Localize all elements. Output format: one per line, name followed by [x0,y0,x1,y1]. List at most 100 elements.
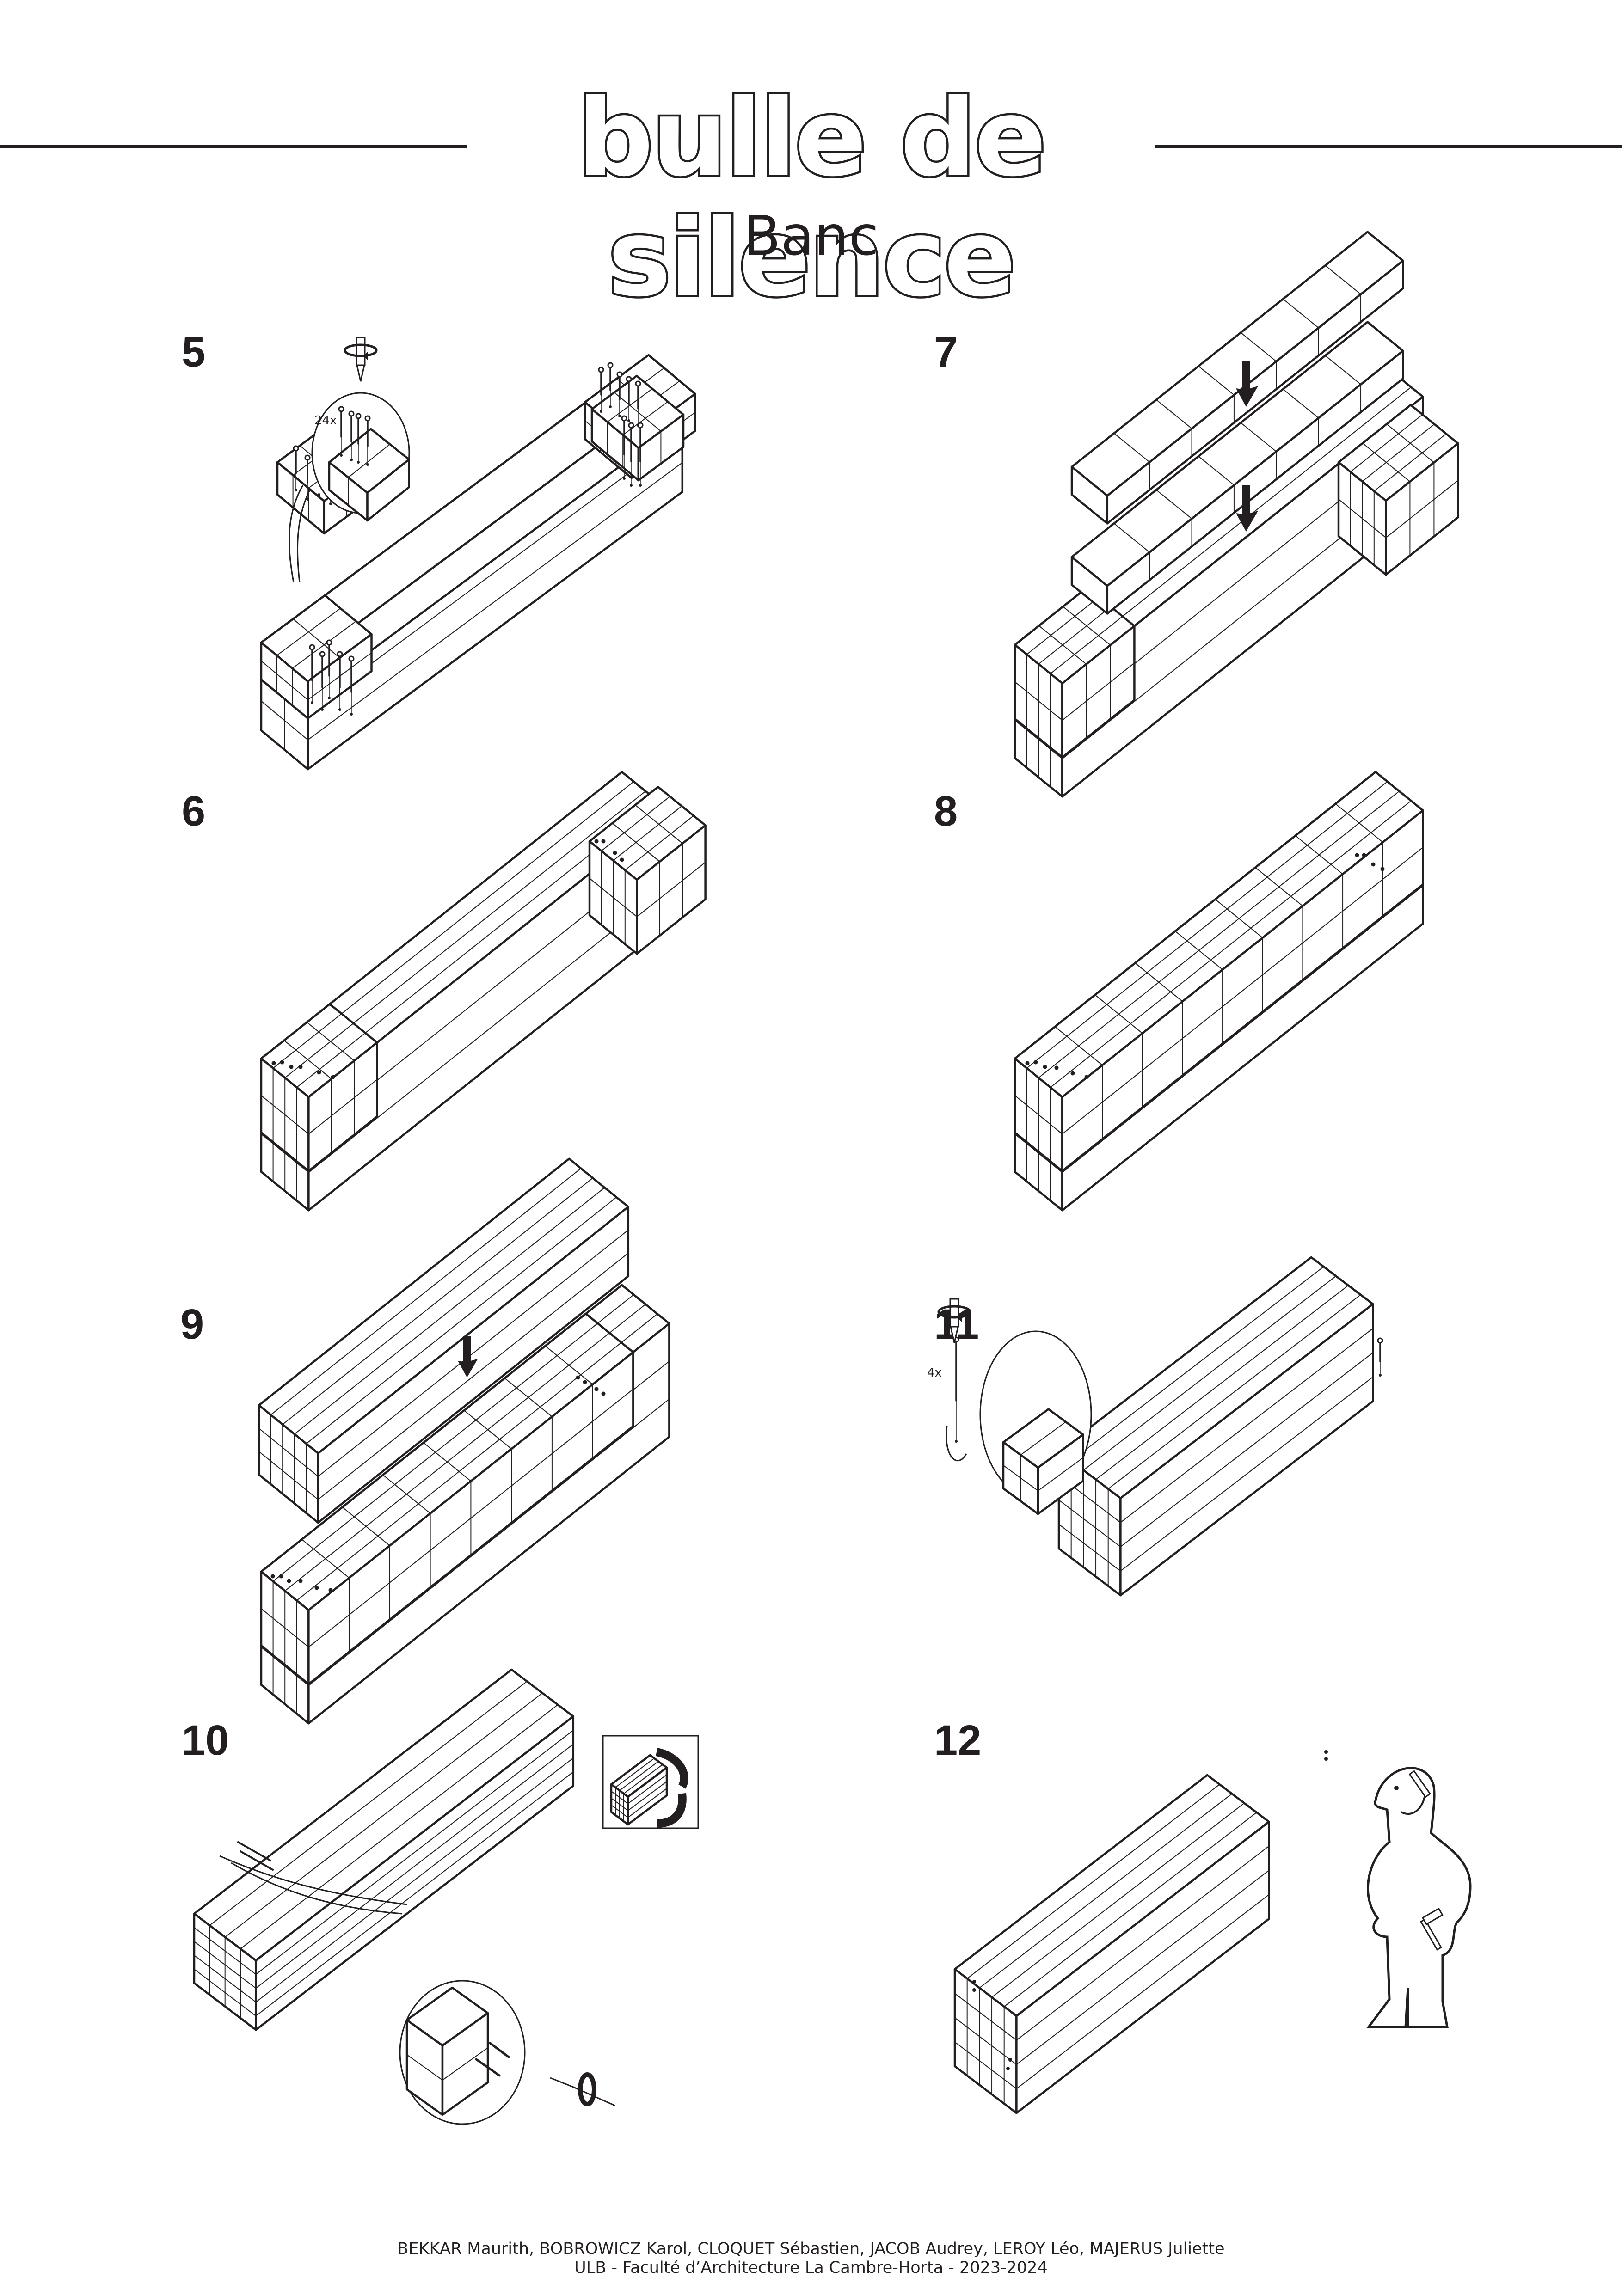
screw-hole [600,410,602,413]
screw-hole [328,697,331,699]
block-joint [342,1506,390,1546]
slat-line [240,1704,559,1949]
screw-head [637,422,644,429]
screw-hole [618,415,621,417]
title-rule-left [0,145,467,148]
screw-hole [613,851,617,855]
screw-hole [271,1061,276,1065]
block-joint [301,1539,350,1579]
screw-head [635,380,641,387]
screw-hole [279,1574,283,1579]
step-12: 12 [934,1717,1472,2114]
screw-hole [1324,1757,1328,1761]
callout-pointer [219,1855,407,1905]
step-6-illustration [260,771,707,1212]
slat-line [1014,681,1063,721]
screw-head [348,655,355,662]
flip-arrow [655,1748,688,1789]
screw-hole [623,477,626,480]
slat-line [954,2017,1017,2065]
block-joint [1155,399,1192,429]
slat-line [954,2041,1017,2089]
step-number: 8 [934,788,958,835]
slat-line [1026,596,1100,655]
slat-line [627,1774,667,1804]
screw-hole [972,1980,976,1984]
step-number: 7 [934,329,958,376]
screw-head [1377,1337,1383,1344]
slat-line [1373,433,1447,492]
screw-head [348,410,355,417]
screw-hole [1070,1071,1075,1076]
screw-head [621,415,627,422]
slat-line [1003,1465,1038,1491]
slat-line [1003,1812,1257,2007]
block-joint [463,1410,512,1450]
step-12-illustration [953,1750,1472,2114]
screw-head [626,376,632,382]
screw-head [319,651,326,657]
rotate-arrowhead [363,351,368,361]
screw-hole [311,701,313,704]
slat-line [308,1079,378,1135]
screw-hole [318,493,320,496]
slat-line [261,661,308,700]
slat-line [589,878,638,918]
screw-head [338,406,344,412]
slat-line [1026,781,1388,1069]
screw-hole [1006,2067,1010,2070]
slat-line [1014,720,1063,759]
screw-hole [594,839,599,844]
slat-line [194,1969,257,2017]
slat-line [627,1788,667,1818]
screw-hole [1054,1065,1059,1070]
step-8-illustration [1014,771,1424,1212]
screw-hole [583,1380,587,1384]
step-5: 5 24x [0,0,811,786]
rotate-arrow-icon [344,343,378,357]
slat-line [1120,1352,1374,1548]
slat-line [954,1993,1017,2041]
step-9-illustration [258,1157,670,1725]
screw-hole [639,484,642,487]
slat-line [255,1757,574,2003]
title-rule-right [1155,145,1622,148]
slat-line [1020,1421,1066,1456]
slat-line [1338,499,1387,539]
slat-line [258,1428,319,1477]
slat-line [627,1781,667,1811]
slat-line [194,1955,257,2003]
quantity-label: 24x [314,414,337,428]
block-joint [1325,355,1362,385]
screw-hole [328,1588,333,1592]
slat-line [308,1398,670,1686]
screw-hole [280,1060,284,1065]
hammer-icon [1420,1918,1442,1951]
block-joint [1282,298,1319,329]
screw-icon [489,2042,510,2058]
screw-hole [1008,2058,1012,2062]
slat-line [636,862,706,918]
block-joint [292,618,340,658]
slat-line [255,1744,574,1989]
screwdriver-bit [950,1326,959,1343]
slat-line [1058,1500,1121,1548]
slat-line [224,1692,543,1938]
screw-hole [298,1579,303,1583]
slat-line [307,462,683,741]
slat-line [979,1793,1233,1989]
slat-line [296,1032,366,1088]
screw-hole [594,1387,599,1391]
slat-line [1062,847,1424,1135]
step-10-illustration [193,1668,699,2125]
block-joint [382,1474,431,1514]
screw-hole [289,1065,294,1069]
block-joint [1386,423,1435,463]
slat-line [615,1757,655,1788]
screw-hole [329,502,332,505]
slat-line [258,1451,319,1500]
hammer-head [1421,1907,1444,1925]
slat-line [1050,616,1123,674]
slat-line [1385,480,1459,539]
slat-line [406,2054,443,2081]
